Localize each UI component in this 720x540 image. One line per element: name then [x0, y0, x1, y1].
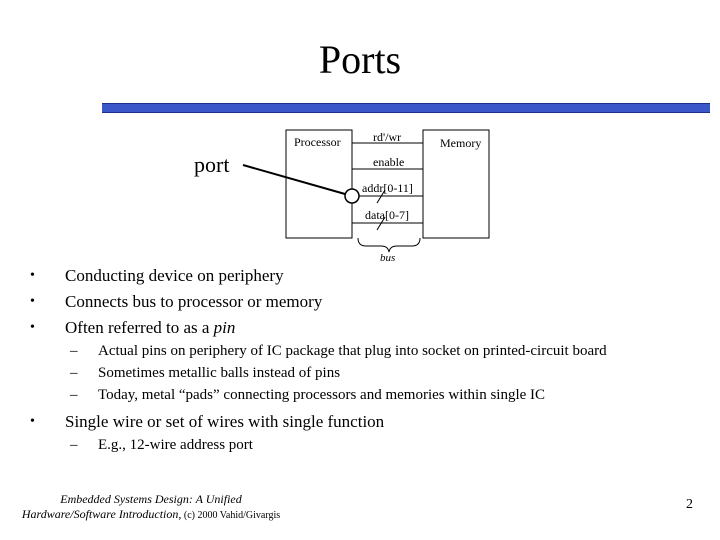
sub-bullet-text: Actual pins on periphery of IC package t…: [98, 343, 607, 359]
page-title: Ports: [318, 37, 402, 82]
bullet-text: Single wire or set of wires with single …: [65, 412, 385, 431]
port-pointer-line: [242, 164, 346, 195]
bullet-item: • Often referred to as a pin: [30, 315, 322, 341]
footer-citation: Embedded Systems Design: A Unified Hardw…: [20, 492, 282, 523]
sub-bullet-list-2: – E.g., 12-wire address port: [30, 434, 253, 456]
footer-copyright: (c) 2000 Vahid/Givargis: [181, 510, 281, 521]
bullet-dot: •: [30, 414, 35, 429]
signal-label-enable: enable: [373, 155, 405, 169]
sub-bullet-item: – Sometimes metallic balls instead of pin…: [30, 362, 607, 384]
processor-label: Processor: [294, 135, 341, 149]
sub-bullet-text: E.g., 12-wire address port: [98, 437, 253, 453]
sub-bullet-dash: –: [70, 387, 78, 403]
sub-bullet-list: – Actual pins on periphery of IC package …: [30, 340, 607, 406]
title-underline-bar: [102, 103, 710, 113]
addr-bus-slash: [376, 189, 386, 204]
bullet-text: Connects bus to processor or memory: [65, 292, 323, 311]
bullet-item: • Conducting device on periphery: [30, 263, 322, 289]
footer-book-subtitle: Hardware/Software Introduction,: [21, 507, 182, 521]
port-circle: [344, 188, 360, 204]
sub-bullet-dash: –: [70, 343, 78, 359]
footer-line-1: Embedded Systems Design: A Unified: [60, 492, 242, 506]
data-bus-slash: [376, 216, 386, 231]
memory-box: [422, 129, 490, 239]
sub-bullet-dash: –: [70, 437, 78, 453]
signal-label-addr: addr[0-11]: [362, 181, 413, 195]
sub-bullet-item: – Today, metal “pads” connecting processo…: [30, 384, 607, 406]
footer-line-2: Hardware/Software Introduction, (c) 2000…: [20, 507, 282, 523]
bus-label: bus: [380, 252, 396, 264]
port-label: port: [194, 152, 230, 177]
memory-label: Memory: [440, 136, 482, 150]
sub-bullet-text: Today, metal “pads” connecting processor…: [98, 387, 546, 403]
sub-bullet-dash: –: [70, 365, 78, 381]
signal-label-data: data[0-7]: [365, 208, 409, 222]
sub-bullet-item: – Actual pins on periphery of IC package …: [30, 340, 607, 362]
bullet-text: Often referred to as a: [65, 318, 214, 337]
page-number: 2: [686, 497, 693, 512]
bullet-list-secondary: • Single wire or set of wires with single…: [30, 409, 384, 435]
bus-brace: [357, 237, 421, 253]
bullet-text: Conducting device on periphery: [65, 266, 284, 285]
bullet-item: • Single wire or set of wires with single…: [30, 409, 384, 435]
bullet-dot: •: [30, 268, 35, 283]
bullet-list-main: • Conducting device on periphery • Connect…: [30, 263, 322, 341]
bullet-item: • Connects bus to processor or memory: [30, 289, 322, 315]
signal-label-rdwr: rd'/wr: [373, 130, 402, 144]
processor-box: [285, 129, 353, 239]
bullet-text-italic: pin: [213, 318, 236, 337]
bullet-dot: •: [30, 320, 35, 335]
sub-bullet-item: – E.g., 12-wire address port: [30, 434, 253, 456]
bullet-dot: •: [30, 294, 35, 309]
sub-bullet-text: Sometimes metallic balls instead of pins: [98, 365, 341, 381]
